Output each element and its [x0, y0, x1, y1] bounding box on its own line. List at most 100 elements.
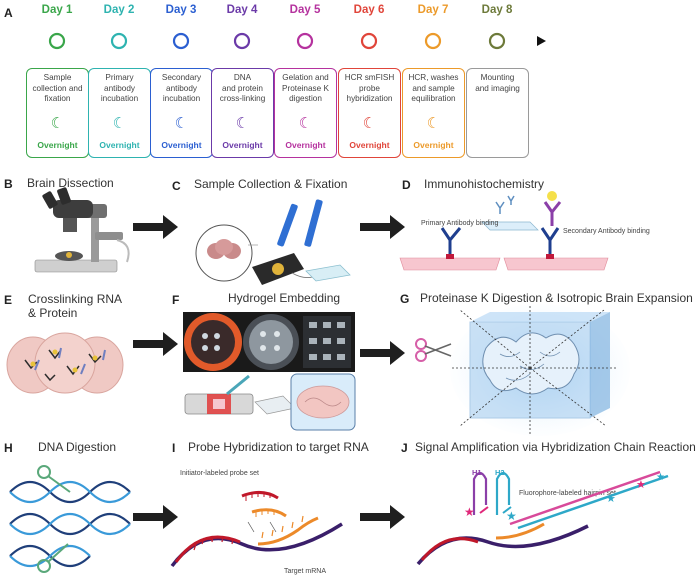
- arrow-c-to-d: [360, 215, 405, 239]
- timeline-card-desc-line: Sample: [43, 73, 72, 82]
- ihc-illustration: [399, 191, 609, 271]
- moon-icon: ☾: [174, 115, 189, 132]
- timeline-card-desc-line: cross-linking: [219, 94, 266, 103]
- arrow-e-to-f: [133, 332, 178, 356]
- microscope-illustration: [34, 187, 130, 273]
- timeline-card-desc-line: digestion: [289, 94, 322, 103]
- timeline-day-label: Day 4: [226, 4, 258, 16]
- panel-c-title: Sample Collection & Fixation: [194, 177, 348, 191]
- timeline-node: [360, 32, 378, 50]
- timeline-card-desc-line: and imaging: [475, 83, 520, 93]
- expansion-gel-illustration: [450, 304, 630, 436]
- panel-i-title: Probe Hybridization to target RNA: [188, 440, 369, 454]
- arrow-i-to-j: [360, 505, 405, 529]
- hydrogel-photos: [183, 312, 355, 372]
- panel-e-title-line1: Crosslinking RNA: [28, 292, 123, 306]
- overnight-label: Overnight: [222, 140, 263, 150]
- timeline-node: [488, 32, 506, 50]
- timeline-day-label: Day 6: [353, 4, 385, 16]
- overnight-label: Overnight: [99, 140, 140, 150]
- overnight-label: Overnight: [413, 140, 454, 150]
- moon-icon: ☾: [298, 115, 313, 132]
- arrow-b-to-c: [133, 215, 178, 239]
- panel-e-label: E: [4, 293, 13, 307]
- overnight-label: Overnight: [161, 140, 202, 150]
- timeline-node: [424, 32, 442, 50]
- panel-c-label: C: [172, 179, 181, 193]
- panel-f-label: F: [172, 293, 180, 307]
- timeline-card-desc-line: hybridization: [346, 94, 393, 103]
- panel-j-label: J: [401, 441, 408, 455]
- hcr-amplification-illustration: ★ ★ ★ ★ ★: [416, 470, 669, 566]
- timeline-day-label: Day 3: [165, 4, 197, 16]
- timeline-node: [110, 32, 128, 50]
- moon-icon: ☾: [235, 115, 250, 132]
- svg-text:★: ★: [656, 472, 665, 483]
- moon-icon: ☾: [426, 115, 441, 132]
- panel-e-title-line2: & Protein: [28, 306, 78, 320]
- moon-icon: ☾: [50, 115, 65, 132]
- timeline-card-desc-line: equilibration: [411, 94, 456, 103]
- fixation-illustration: [195, 199, 351, 285]
- target-mrna-label: Target mRNA: [284, 568, 327, 575]
- timeline-card-desc-line: Proteinase K: [282, 83, 329, 93]
- timeline-card-desc-line: DNA: [233, 73, 252, 82]
- svg-text:★: ★: [636, 479, 646, 491]
- panel-i-label: I: [172, 441, 176, 455]
- svg-text:★: ★: [606, 493, 616, 505]
- dna-digestion-illustration: [9, 465, 131, 573]
- timeline-day-label: Day 8: [481, 4, 513, 16]
- panel-d-title: Immunohistochemistry: [424, 177, 545, 191]
- panel-h-title: DNA Digestion: [38, 440, 117, 454]
- timeline-node: [296, 32, 314, 50]
- overnight-label: Overnight: [37, 140, 78, 150]
- timeline-card-desc-line: antibody: [104, 83, 135, 93]
- crosslinking-brain-illustration: [6, 332, 124, 394]
- timeline-node: [233, 32, 251, 50]
- arrow-h-to-i: [133, 505, 178, 529]
- timeline-card-desc-line: incubation: [162, 94, 201, 103]
- timeline-day-label: Day 7: [417, 4, 449, 16]
- probe-set-label: Initiator-labeled probe set: [180, 470, 259, 477]
- timeline-card-desc-line: incubation: [100, 94, 139, 103]
- timeline-day-label: Day 1: [41, 4, 73, 16]
- hairpin-h2: [495, 471, 512, 515]
- panel-b-title: Brain Dissection: [27, 176, 114, 190]
- timeline-card-desc-line: and sample: [412, 83, 455, 93]
- timeline-card-desc-line: fixation: [44, 94, 71, 103]
- panel-d-label: D: [402, 178, 411, 192]
- hairpin-h1-label: H1: [472, 468, 482, 477]
- overnight-label: Overnight: [349, 140, 390, 150]
- scissors-icon: [415, 338, 452, 362]
- hairpin-h2-label: H2: [495, 468, 505, 477]
- panel-h-label: H: [4, 441, 13, 455]
- svg-text:★: ★: [506, 509, 517, 523]
- moon-icon: ☾: [362, 115, 377, 132]
- gel-chamber-illustration: [184, 373, 356, 431]
- panel-j-title: Signal Amplification via Hybridization C…: [415, 440, 696, 454]
- primary-antibody-label: Primary Antibody binding: [421, 220, 499, 227]
- panel-f-title: Hydrogel Embedding: [228, 291, 341, 305]
- timeline-card-desc-line: HCR smFISH: [344, 73, 395, 82]
- svg-text:★: ★: [464, 505, 475, 519]
- timeline-line: [20, 36, 546, 46]
- timeline-card-desc-line: Mounting: [480, 73, 515, 82]
- moon-icon: ☾: [112, 115, 127, 132]
- timeline-day-label: Day 5: [289, 4, 321, 16]
- panel-g-title: Proteinase K Digestion & Isotropic Brain…: [420, 291, 693, 305]
- timeline-card-desc-line: HCR, washes: [408, 73, 459, 82]
- panel-g-label: G: [400, 292, 410, 306]
